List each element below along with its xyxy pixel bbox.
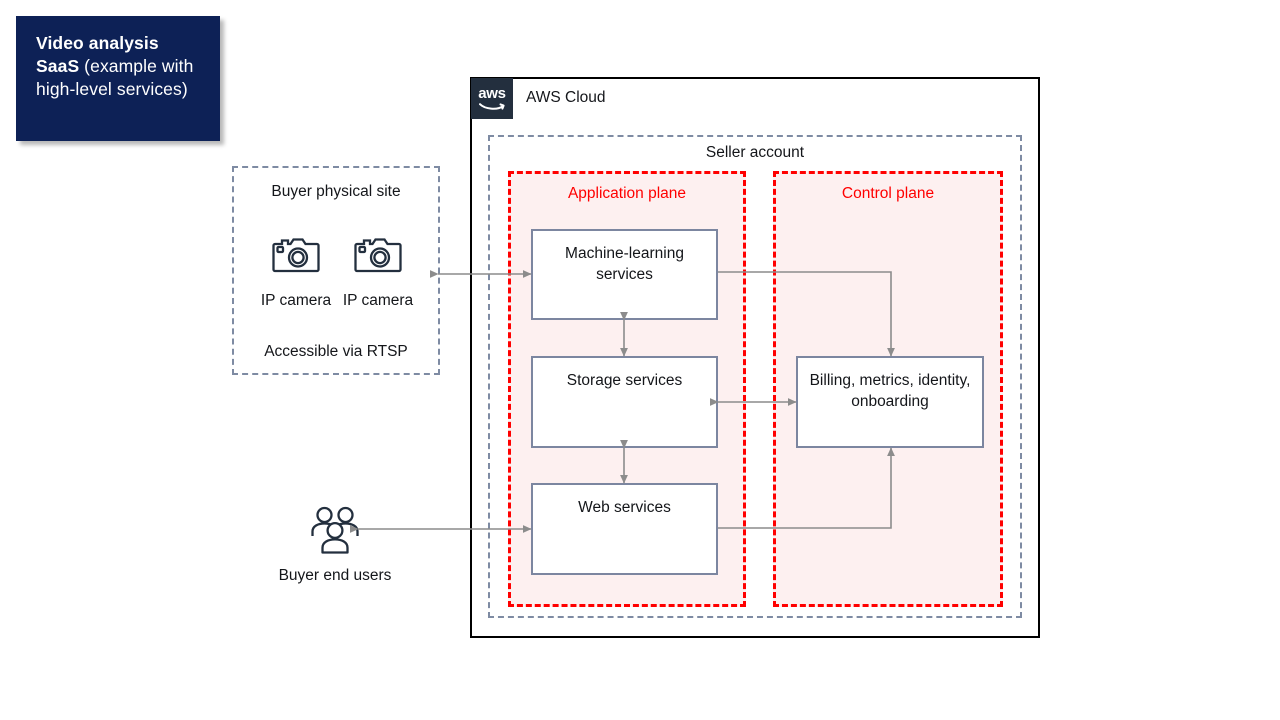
aws-smile-icon — [479, 102, 505, 110]
title-card-text: Video analysis SaaS (example with high-l… — [36, 32, 206, 101]
application-plane-label: Application plane — [567, 185, 687, 202]
title-card: Video analysis SaaS (example with high-l… — [16, 16, 220, 141]
machine-learning-services-box[interactable]: Machine-learning services — [531, 229, 718, 320]
camera-label: IP camera — [260, 292, 332, 309]
buyer-site-access-note: Accessible via RTSP — [264, 343, 408, 360]
control-plane-label: Control plane — [841, 185, 935, 202]
storage-services-label: Storage services — [566, 372, 683, 389]
billing-metrics-identity-onboarding-box[interactable]: Billing, metrics, identity, onboarding — [796, 356, 984, 448]
buyer-physical-site-label: Buyer physical site — [271, 183, 401, 200]
title-card-rest: (example with high-level services) — [36, 56, 194, 99]
seller-account-label: Seller account — [705, 144, 805, 161]
camera-icon — [272, 232, 320, 279]
camera-icon — [354, 232, 402, 279]
billing-services-label: Billing, metrics, identity, onboarding — [809, 372, 971, 410]
title-card-bold: Video analysis SaaS — [36, 33, 159, 76]
users-group-icon — [310, 505, 362, 560]
web-services-label: Web services — [578, 499, 671, 516]
seller-account-boundary — [488, 135, 1022, 618]
aws-logo-text: aws — [478, 84, 506, 102]
aws-logo-icon: aws — [471, 78, 513, 119]
camera-label: IP camera — [342, 292, 414, 309]
storage-services-box[interactable]: Storage services — [531, 356, 718, 448]
buyer-end-users-label: Buyer end users — [278, 567, 392, 584]
web-services-box[interactable]: Web services — [531, 483, 718, 575]
machine-learning-services-label: Machine-learning services — [565, 245, 684, 283]
aws-cloud-label: AWS Cloud — [526, 89, 606, 106]
